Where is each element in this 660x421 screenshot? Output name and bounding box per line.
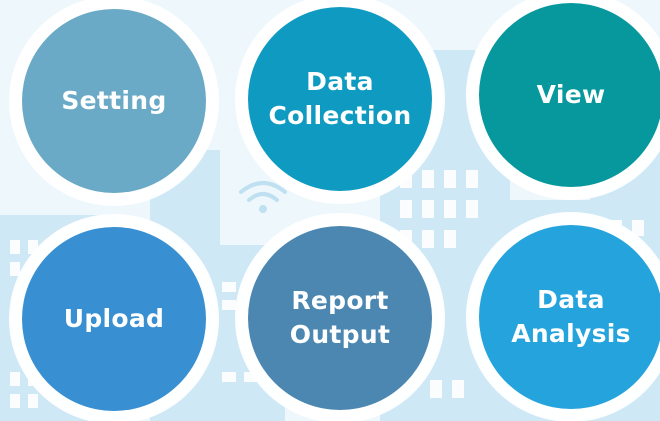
view-label: View (536, 80, 606, 109)
setting-label: Setting (61, 86, 167, 115)
data-collection-label: Data Collection (268, 67, 412, 130)
view-node[interactable]: View (479, 3, 660, 187)
wifi-icon (239, 181, 287, 213)
upload-label: Upload (63, 304, 165, 333)
setting-node[interactable]: Setting (22, 9, 206, 193)
data-collection-node[interactable]: Data Collection (248, 7, 432, 191)
report-output-label: Report Output (289, 286, 391, 349)
data-analysis-node[interactable]: Data Analysis (479, 225, 660, 409)
upload-node[interactable]: Upload (22, 227, 206, 411)
report-output-node[interactable]: Report Output (248, 226, 432, 410)
data-analysis-label: Data Analysis (511, 285, 631, 348)
